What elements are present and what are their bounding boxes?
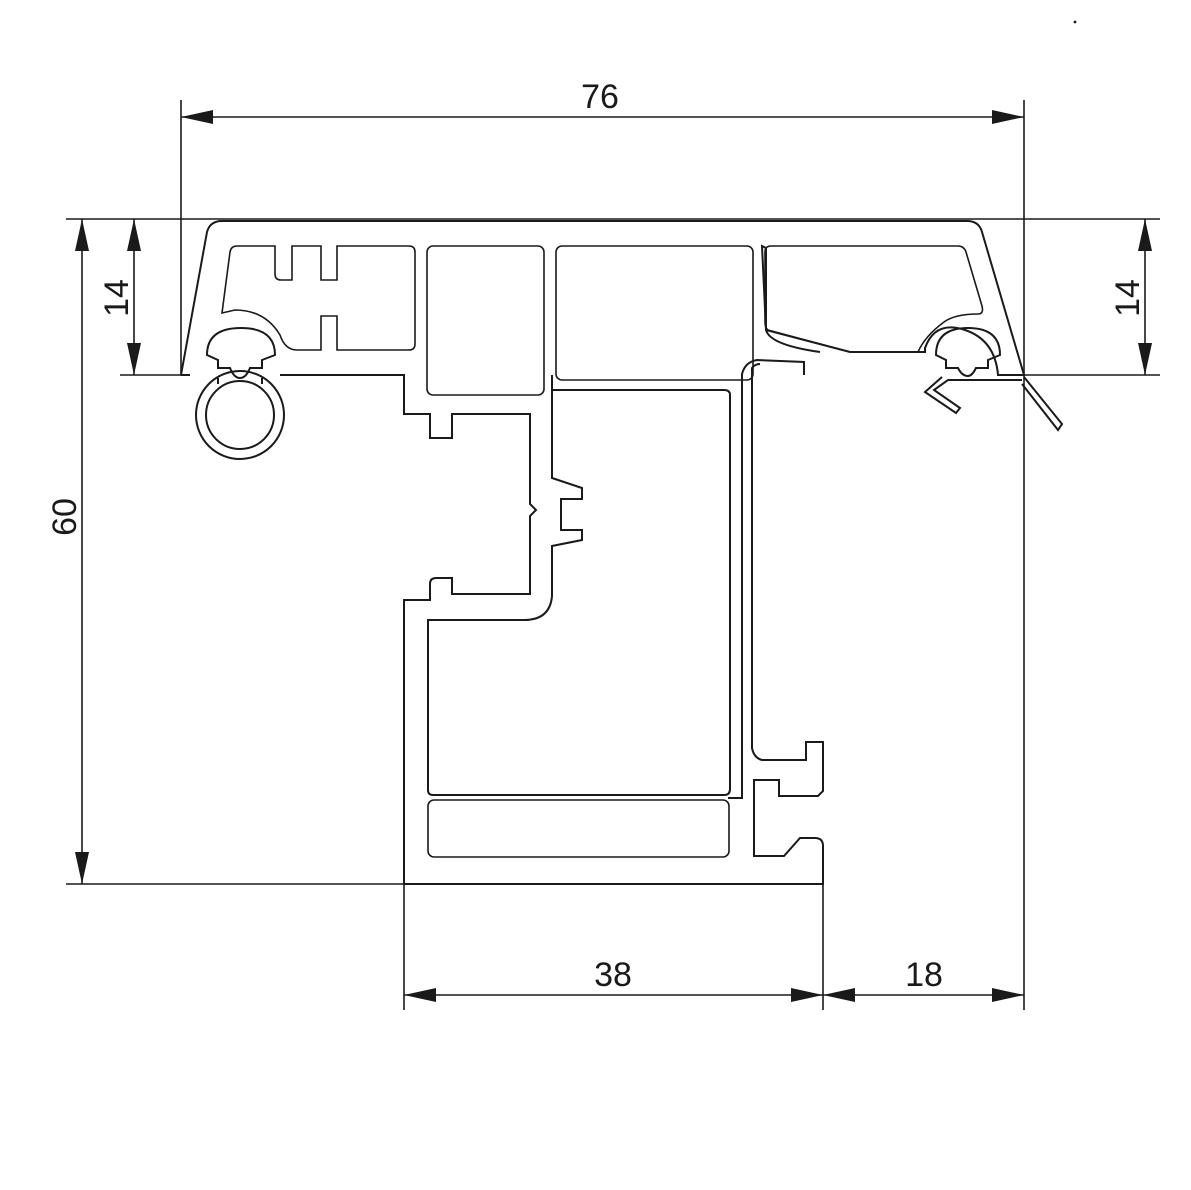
- dimension-label-14-right: 14: [1109, 279, 1147, 317]
- dimension-left-offset: 14: [98, 219, 141, 375]
- chamber-bottom-strip: [427, 799, 730, 858]
- chamber-top-left: [221, 245, 416, 351]
- top-chambers: [221, 245, 984, 396]
- dimension-right-offset: 14: [1109, 219, 1152, 375]
- profile-outline: [180, 220, 1026, 885]
- dimension-label-14-left: 14: [98, 279, 136, 317]
- sheet-mark: [1073, 20, 1077, 24]
- lower-chambers: [427, 799, 730, 858]
- dimension-bottom-widths: 38 18: [403, 884, 1024, 1010]
- chamber-top-3: [555, 245, 754, 381]
- left-gasket: [195, 326, 285, 460]
- dimension-label-76: 76: [581, 78, 619, 116]
- chamber-top-right: [764, 245, 984, 353]
- right-gasket: [923, 326, 1064, 432]
- dimension-total-height: 60: [46, 219, 404, 885]
- dimension-label-60: 60: [46, 498, 84, 536]
- dimension-label-38: 38: [594, 956, 632, 994]
- chamber-top-2: [426, 245, 545, 396]
- dimension-label-18: 18: [905, 956, 943, 994]
- dimension-overall-width: 76: [180, 78, 1025, 1010]
